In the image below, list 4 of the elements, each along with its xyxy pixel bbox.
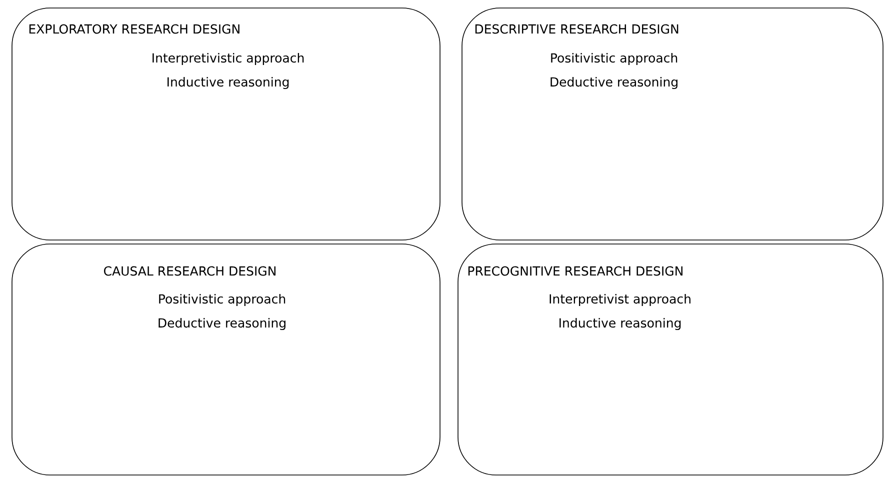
rounded-box: PRECOGNITIVE RESEARCH DESIGN Interpretivist approach Inductive reasoning [458, 244, 884, 476]
rounded-box: EXPLORATORY RESEARCH DESIGN Interpretivistic approach Inductive reasoning [12, 8, 440, 240]
rounded-box: CAUSAL RESEARCH DESIGN Positivistic approach Deductive reasoning [12, 244, 440, 476]
rounded-box: DESCRIPTIVE RESEARCH DESIGN Positivistic approach Deductive reasoning [462, 8, 884, 240]
